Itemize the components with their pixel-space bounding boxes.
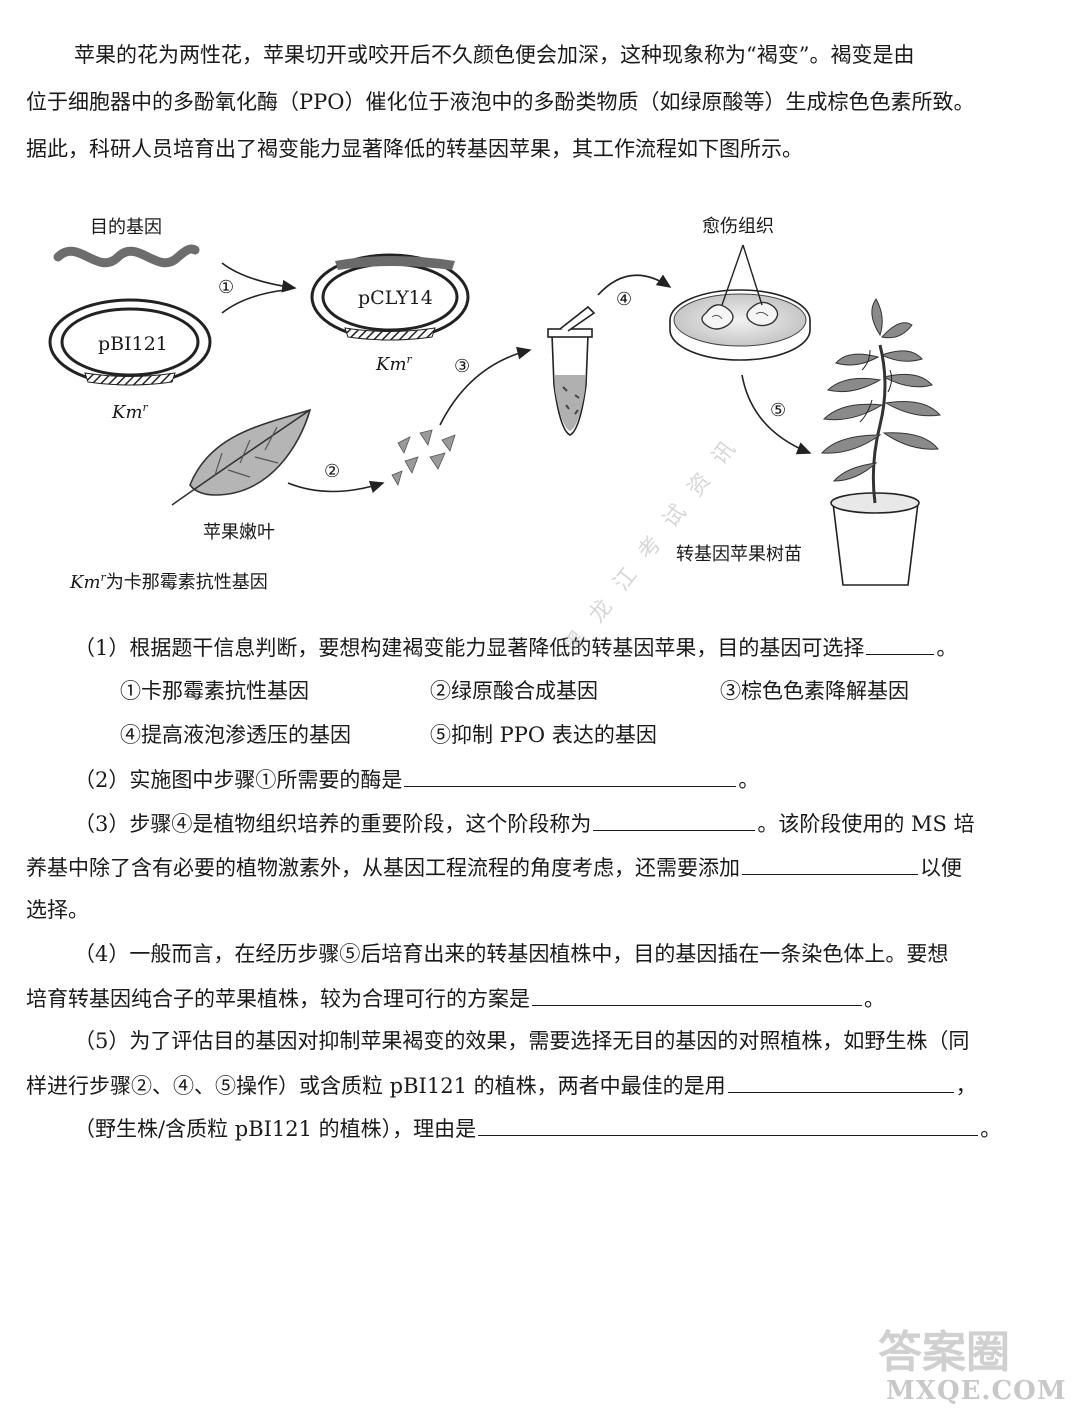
q5-choice-blank[interactable] [727,1070,954,1093]
target-gene-label: 目的基因 [90,217,162,238]
workflow-figure: 目的基因 pBI121 Kmr pCLY14 Kmr ① ② ③ ④ ⑤ 苹果嫩… [0,195,1080,605]
apple-leaf-icon [171,408,312,506]
leaf-label: 苹果嫩叶 [203,522,275,543]
intro-line-3: 据此，科研人员培育出了褐变能力显著降低的转基因苹果，其工作流程如下图所示。 [26,137,803,161]
step3-label: ③ [454,356,471,377]
site-watermark: MXQE.COM [886,1376,1067,1406]
km-note: Kmr为卡那霉素抗性基因 [70,571,268,593]
q4-answer-blank[interactable] [532,983,862,1006]
option-4: ④提高液泡渗透压的基因 [120,723,351,747]
question-5-line-1: （5）为了评估目的基因对抑制苹果褐变的效果，需要选择无目的基因的对照植株，如野生… [74,1029,970,1053]
question-3-line-2: 养基中除了含有必要的植物激素外，从基因工程流程的角度考虑，还需要添加以便 [26,852,962,883]
q3-stage-blank[interactable] [593,808,756,831]
seedling-label: 转基因苹果树苗 [676,544,802,565]
q1-answer-blank[interactable] [866,632,935,655]
option-5: ⑤抑制 PPO 表达的基因 [430,723,657,747]
question-4-line-1: （4）一般而言，在经历步骤⑤后培育出来的转基因植株中，目的基因插在一条染色体上。… [74,942,949,966]
workflow-diagram [48,244,941,586]
step5-label: ⑤ [770,400,787,421]
option-2: ②绿原酸合成基因 [430,679,598,703]
intro-line-1: 苹果的花为两性花，苹果切开或咬开后不久颜色便会加深，这种现象称为“褐变”。褐变是… [74,43,915,67]
q2-answer-blank[interactable] [404,764,737,787]
logo-watermark: 答案圈 [878,1327,1010,1378]
km-label-1: Kmr [112,401,148,423]
plasmid-pcly14-label: pCLY14 [358,287,433,309]
km-label-2: Kmr [376,353,412,375]
step4-arrow [597,274,672,296]
target-gene-icon [53,244,200,268]
q3-additive-blank[interactable] [742,852,918,875]
question-5-line-3: （野生株/含质粒 pBI121 的植株），理由是。 [74,1113,1001,1144]
step2-label: ② [324,461,341,482]
question-2: （2）实施图中步骤①所需要的酶是。 [74,764,759,795]
step2-arrow [287,480,385,494]
question-5-line-2: 样进行步骤②、④、⑤操作）或含质粒 pBI121 的植株，两者中最佳的是用， [26,1070,977,1101]
step1-arrow [221,262,297,293]
petri-dish-icon [669,244,811,361]
plasmid-pbi121-icon [48,298,212,386]
option-3: ③棕色色素降解基因 [720,679,909,703]
question-1: （1）根据题干信息判断，要想构建褐变能力显著降低的转基因苹果，目的基因可选择。 [74,632,957,663]
intro-line-2: 位于细胞器中的多酚氧化酶（PPO）催化位于液泡中的多酚类物质（如绿原酸等）生成棕… [26,90,975,114]
centrifuge-tube-icon [547,305,596,436]
leaf-fragments-icon [391,429,456,486]
plasmid-pcly14-icon [310,253,470,341]
plasmid-pbi121-label: pBI121 [98,333,168,355]
option-1: ①卡那霉素抗性基因 [120,679,309,703]
question-4-line-2: 培育转基因纯合子的苹果植株，较为合理可行的方案是。 [26,983,885,1014]
callus-label: 愈伤组织 [702,216,774,237]
step4-label: ④ [616,289,633,310]
apple-seedling-icon [820,298,941,586]
question-3-line-1: （3）步骤④是植物组织培养的重要阶段，这个阶段称为。该阶段使用的 MS 培 [74,808,975,839]
step1-label: ① [218,277,235,298]
q5-reason-blank[interactable] [478,1113,979,1136]
step3-arrow [439,346,532,426]
question-3-line-3: 选择。 [26,898,89,922]
step5-arrow [741,374,812,455]
